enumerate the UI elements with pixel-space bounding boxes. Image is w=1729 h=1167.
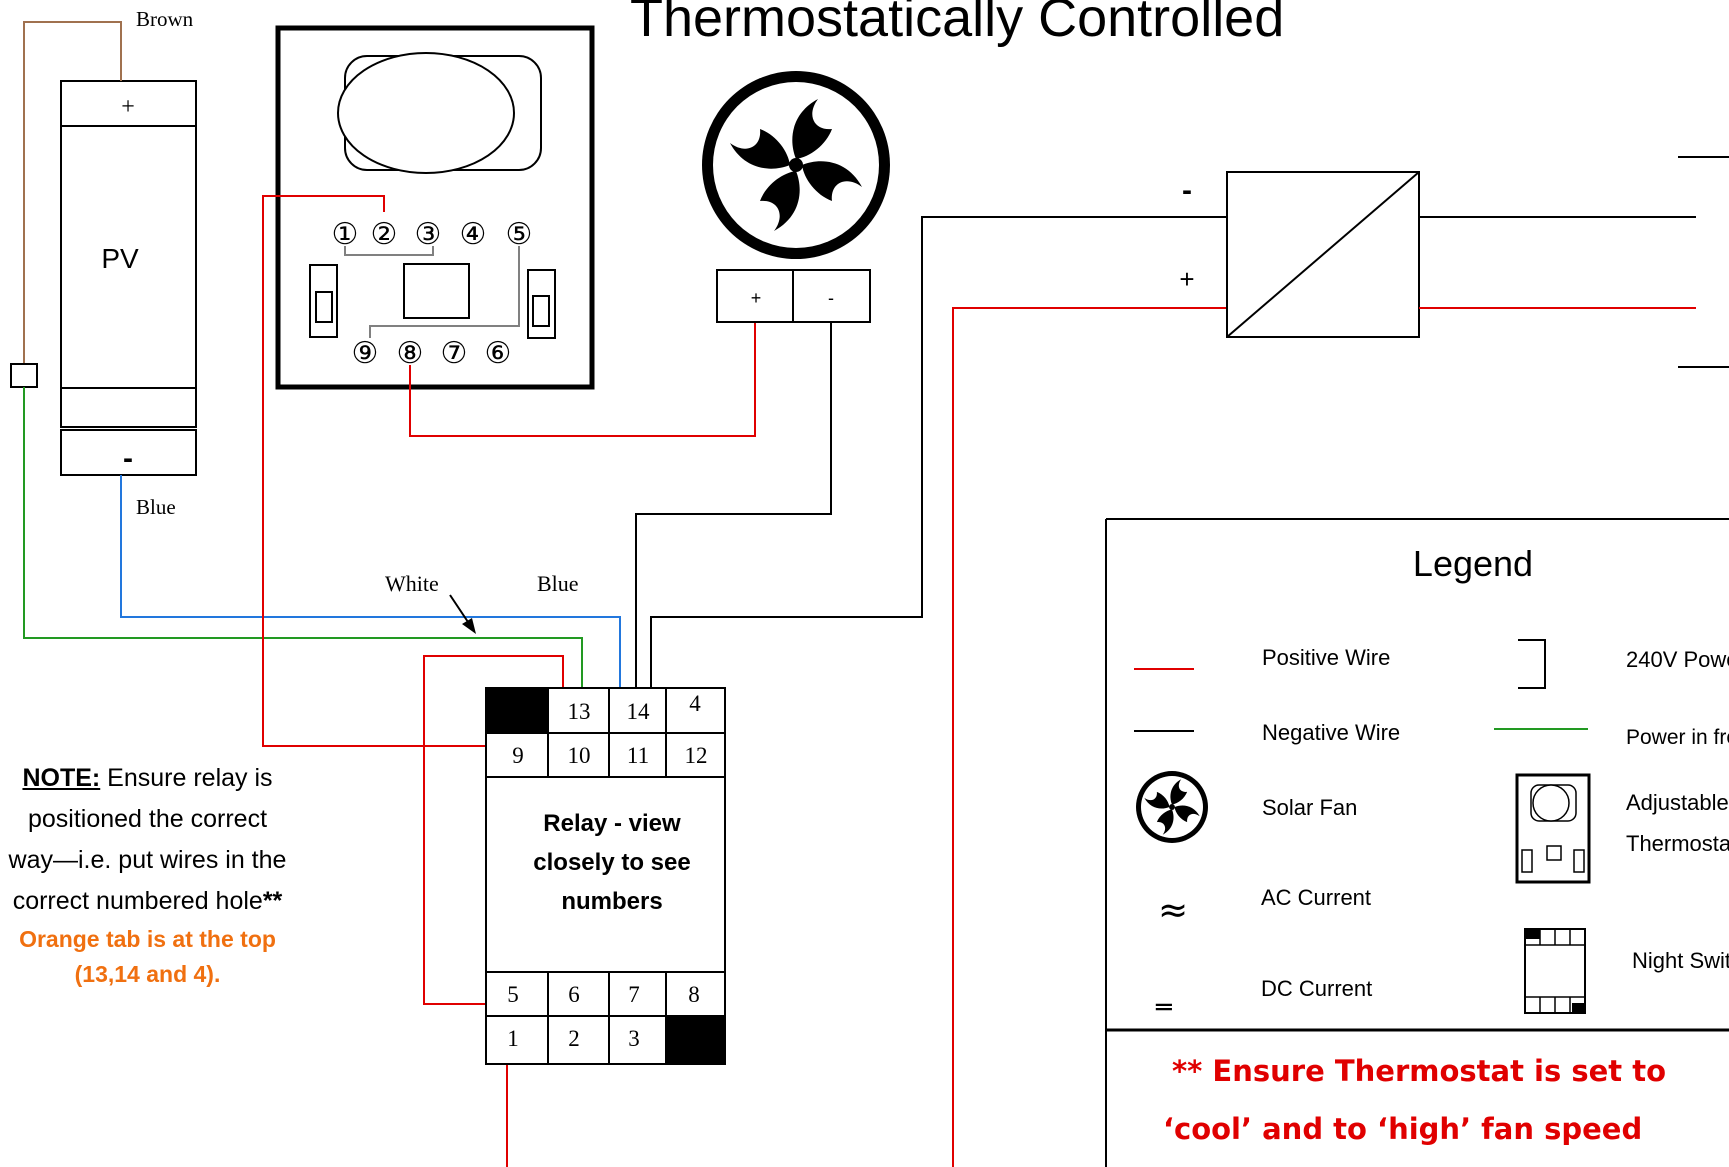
- note-line-5: Orange tab is at the top: [19, 926, 276, 952]
- pv-wire-label-blue: Blue: [136, 495, 176, 519]
- solar-fan: + -: [702, 71, 890, 323]
- legend-240v-label: 240V Power: [1626, 647, 1729, 672]
- pv-plus-terminal: +: [121, 94, 135, 120]
- note-line-1: NOTE: Ensure relay is: [0, 758, 315, 799]
- legend-solar-fan-label: Solar Fan: [1262, 795, 1357, 820]
- wire-red-thermostat-to-fan: [409, 322, 756, 437]
- note-line-3: way—i.e. put wires in the: [8, 846, 287, 874]
- pv-wire-label-brown: Brown: [136, 7, 194, 31]
- warning-line-1: ** Ensure Thermostat is set to: [1172, 1054, 1666, 1088]
- wire-label-white: White: [385, 571, 439, 596]
- note-label: NOTE:: [22, 764, 101, 792]
- converter-minus-terminal: -: [1182, 174, 1192, 207]
- thermostat-terminal-6: ⑥: [485, 336, 512, 371]
- wire-blue: [120, 475, 621, 688]
- relay-pin-3: 3: [628, 1026, 640, 1051]
- legend-thermostat-label-1: Adjustable: [1626, 790, 1729, 815]
- inline-fuse: [10, 363, 38, 388]
- legend-dc-symbol: ═: [1155, 993, 1172, 1023]
- relay-pin-13: 13: [568, 699, 591, 724]
- note-text-1: Ensure relay is: [100, 764, 273, 792]
- legend-ac-label: AC Current: [1261, 885, 1371, 910]
- relay-pin-14: 14: [627, 699, 651, 724]
- converter-plus-terminal: +: [1179, 264, 1194, 294]
- relay-pin-10: 10: [568, 743, 591, 768]
- legend-ac-symbol: ≈: [1158, 890, 1188, 931]
- relay-pin-4: 4: [689, 691, 701, 716]
- wire-red-thermostat-to-relay: [262, 195, 487, 747]
- fan-minus-terminal: -: [828, 288, 834, 308]
- relay-note: NOTE: Ensure relay is positioned the cor…: [0, 758, 315, 992]
- wire-green: [23, 387, 583, 688]
- wire-red-converter: [952, 307, 1227, 1167]
- thermostat-terminal-7: ⑦: [441, 336, 468, 371]
- legend-power-in-label: Power in from: [1626, 726, 1729, 749]
- note-asterisks: **: [262, 887, 283, 915]
- relay-pin-1: 1: [507, 1026, 519, 1051]
- relay: 13 14 4 9 10 11 12 Relay - view closely …: [485, 687, 726, 1065]
- wire-black-fan-to-relay: [635, 322, 832, 688]
- pv-panel: + PV -: [60, 80, 197, 476]
- thermostat-terminal-9: ⑨: [352, 336, 379, 371]
- legend-night-switch-label: Night Switch: [1632, 948, 1729, 973]
- wire-red-relay-loop: [423, 655, 564, 1005]
- note-text-4: correct numbered hole: [12, 887, 263, 915]
- wire-black-converter-to-relay: [650, 216, 1227, 688]
- note-line-2: positioned the correct: [27, 805, 268, 833]
- pv-minus-terminal: -: [123, 442, 133, 475]
- thermostat: ① ② ③ ④ ⑤ ⑨ ⑧ ⑦ ⑥: [275, 25, 595, 390]
- legend-positive-label: Positive Wire: [1262, 645, 1390, 670]
- relay-pin-7: 7: [628, 982, 640, 1007]
- relay-pin-8: 8: [688, 982, 700, 1007]
- legend-dc-label: DC Current: [1261, 976, 1372, 1001]
- legend-title: Legend: [1413, 543, 1533, 584]
- thermostat-terminal-4: ④: [460, 217, 487, 252]
- warning-line-2: ‘cool’ and to ‘high’ fan speed: [1163, 1112, 1642, 1146]
- converter: - +: [1179, 171, 1420, 338]
- fan-icon: [730, 99, 862, 231]
- legend-thermostat-icon: [1515, 773, 1591, 884]
- legend-fan-icon: [1136, 771, 1208, 843]
- relay-pin-12: 12: [685, 743, 708, 768]
- legend-240v-swatch: [1518, 639, 1546, 689]
- thermostat-terminal-3: ③: [415, 217, 442, 252]
- legend-negative-label: Negative Wire: [1262, 720, 1400, 745]
- note-line-4: correct numbered hole**: [0, 881, 315, 922]
- relay-caption-line2: closely to see: [533, 849, 690, 876]
- pv-label: PV: [101, 243, 139, 274]
- arrow-icon: [449, 594, 476, 634]
- thermostat-terminal-5: ⑤: [506, 217, 533, 252]
- relay-caption-line3: numbers: [561, 888, 662, 915]
- relay-pin-2: 2: [568, 1026, 580, 1051]
- thermostat-terminal-1: ①: [332, 217, 359, 252]
- diagram-title: Thermostatically Controlled: [630, 0, 1284, 48]
- fan-plus-terminal: +: [751, 288, 762, 308]
- relay-pin-11: 11: [627, 743, 649, 768]
- legend-night-switch-icon: [1524, 928, 1586, 1014]
- legend: Legend Positive Wire 240V Power Negative…: [1105, 518, 1729, 1167]
- relay-pin-9: 9: [512, 743, 524, 768]
- wire-label-blue: Blue: [537, 571, 579, 596]
- note-line-6: (13,14 and 4).: [74, 961, 221, 987]
- thermostat-terminal-2: ②: [371, 217, 398, 252]
- relay-pin-5: 5: [507, 982, 519, 1007]
- relay-caption-line1: Relay - view: [543, 810, 681, 837]
- legend-thermostat-label-2: Thermostat: [1626, 831, 1729, 856]
- wire-brown: [23, 21, 122, 364]
- relay-pin-6: 6: [568, 982, 580, 1007]
